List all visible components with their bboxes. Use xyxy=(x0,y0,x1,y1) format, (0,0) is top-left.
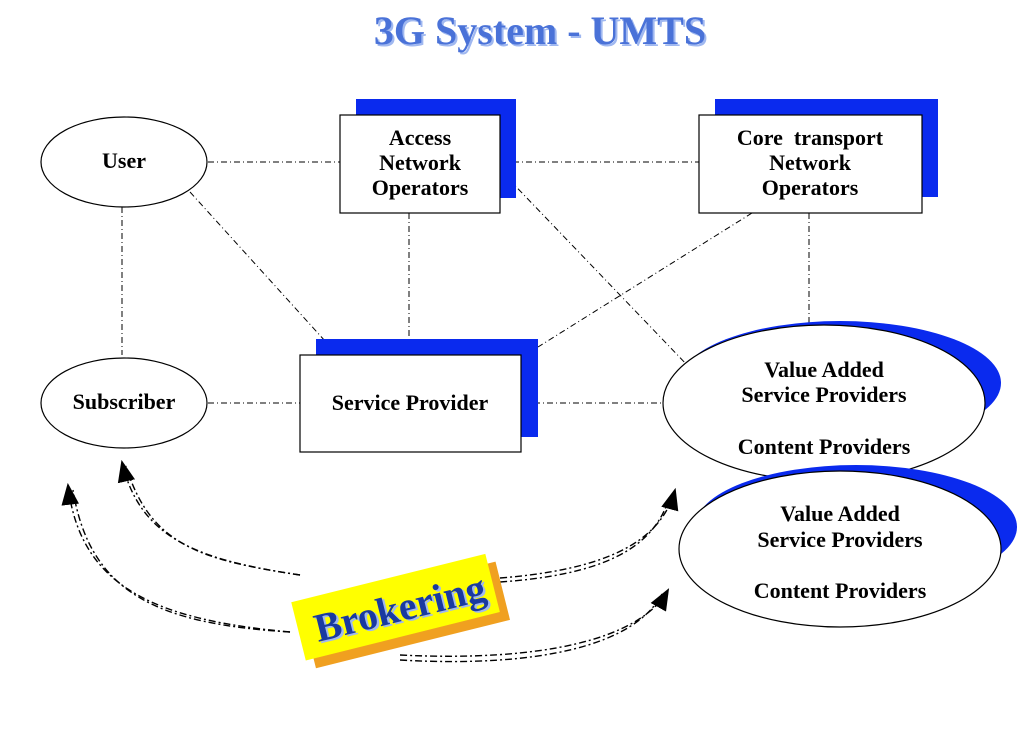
vas-bottom-node: Value Added Service Providers Content Pr… xyxy=(678,465,1017,628)
brokering-arrows xyxy=(61,459,679,663)
broker-arrow-to-vas-top xyxy=(499,487,679,579)
core-transport-node: Core transport Network Operators xyxy=(698,99,938,214)
title-part1: 3G System - xyxy=(374,8,591,53)
vas-bottom-line3: Content Providers xyxy=(754,578,927,603)
core-transport-line1: Core transport xyxy=(737,125,884,150)
broker-arrow-to-vas-top-b xyxy=(499,494,671,583)
broker-arrow-to-vas-bottom xyxy=(399,588,670,657)
brokering-badge: Brokering Brokering xyxy=(291,553,511,669)
access-network-line1: Access xyxy=(389,125,452,150)
connector-user-service xyxy=(189,191,346,364)
broker-arrow-to-subscriber-outer-b xyxy=(72,489,291,633)
vas-top-line2: Service Providers xyxy=(741,382,907,407)
broker-arrow-to-subscriber-inner xyxy=(117,459,301,576)
user-node: User xyxy=(40,116,208,208)
vas-top-line3: Content Providers xyxy=(738,434,911,459)
service-provider-node: Service Provider xyxy=(299,339,538,453)
vas-top-line1: Value Added xyxy=(764,357,884,382)
connector-core-service xyxy=(537,212,753,348)
vas-bottom-line2: Service Providers xyxy=(757,527,923,552)
access-network-line3: Operators xyxy=(372,175,469,200)
broker-arrow-to-subscriber-inner-b xyxy=(125,465,301,576)
access-network-node: Access Network Operators xyxy=(339,99,516,214)
subscriber-node: Subscriber xyxy=(40,357,208,449)
brokering-badge-body xyxy=(291,553,500,661)
core-transport-line3: Operators xyxy=(762,175,859,200)
page-title: 3G System - UMTS xyxy=(374,8,706,53)
broker-arrow-to-vas-bottom-b xyxy=(399,593,663,663)
vas-top-node: Value Added Service Providers Content Pr… xyxy=(662,321,1001,482)
access-network-line2: Network xyxy=(379,150,462,175)
service-provider-label: Service Provider xyxy=(332,390,489,415)
connector-access-vas xyxy=(499,169,691,369)
svg-text:3G System - UMTS: 3G System - UMTS xyxy=(376,10,708,55)
vas-bottom-line1: Value Added xyxy=(780,501,900,526)
broker-arrow-to-subscriber-outer xyxy=(61,482,291,633)
subscriber-label: Subscriber xyxy=(73,389,176,414)
core-transport-line2: Network xyxy=(769,150,852,175)
title-part2: UMTS xyxy=(591,8,707,53)
user-label: User xyxy=(102,148,146,173)
connectors xyxy=(121,161,810,404)
title: 3G System - UMTS 3G System - UMTS xyxy=(374,8,708,55)
